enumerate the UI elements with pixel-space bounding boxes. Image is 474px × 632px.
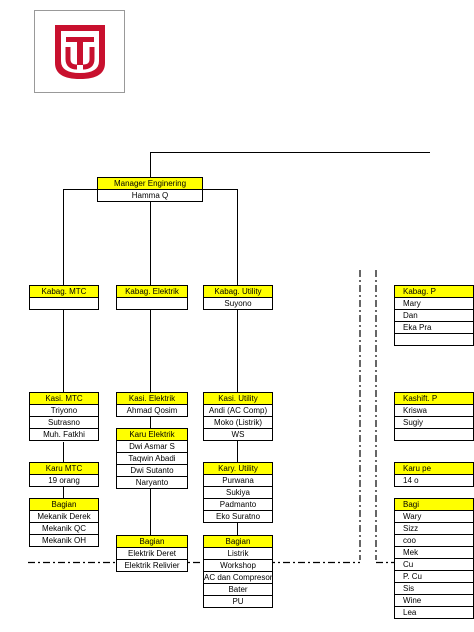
member-name: coo bbox=[395, 535, 473, 547]
member-name: Sis bbox=[395, 583, 473, 595]
member-name: Sutrasno bbox=[30, 417, 98, 429]
member-name: Muh. Fatkhi bbox=[43, 430, 85, 439]
box-title: Kabag. MTC bbox=[30, 286, 98, 298]
member-name bbox=[117, 298, 187, 309]
box-title: Kashift. P bbox=[395, 393, 473, 405]
member-name: Suyono bbox=[224, 299, 252, 308]
member-name: Mekanik QC bbox=[30, 523, 98, 535]
box-title: Karu pe bbox=[395, 463, 473, 475]
box-title: Bagian bbox=[30, 499, 98, 511]
member-name: Wine bbox=[395, 595, 473, 607]
member-name: Elektrik Deret bbox=[117, 548, 187, 560]
member-name: Andi (AC Comp) bbox=[204, 405, 272, 417]
box-title: Kary. Utility bbox=[204, 463, 272, 475]
member-name: Dwi Sutanto bbox=[117, 465, 187, 477]
member-name: Mekanik Derek bbox=[30, 511, 98, 523]
member-name bbox=[30, 298, 98, 309]
member-name: Ahmad Qosim bbox=[126, 406, 178, 415]
member-name: Eka Pra bbox=[395, 322, 473, 334]
kabag-mtc-box: Kabag. MTC bbox=[29, 285, 99, 310]
member-name: Cu bbox=[395, 559, 473, 571]
logo-frame bbox=[34, 10, 125, 93]
member-name: AC dan Compresor bbox=[204, 573, 273, 584]
box-title: Kabag. P bbox=[395, 286, 473, 298]
member-name: WS bbox=[231, 430, 245, 439]
box-title: Bagian bbox=[117, 536, 187, 548]
member-name: Naryanto bbox=[135, 478, 169, 487]
member-name: Lea bbox=[403, 608, 417, 617]
member-name: P. Cu bbox=[395, 571, 473, 583]
box-title: Kabag. Elektrik bbox=[117, 286, 187, 298]
member-name: Eko Suratno bbox=[215, 512, 261, 521]
member-name: 19 orang bbox=[48, 476, 80, 485]
member-name: Kriswa bbox=[395, 405, 473, 417]
empty-row bbox=[395, 429, 473, 440]
box-title: Karu MTC bbox=[30, 463, 98, 475]
box-title: Kabag. Utility bbox=[204, 286, 272, 298]
member-name: 14 o bbox=[403, 476, 419, 485]
member-name: Dan bbox=[395, 310, 473, 322]
company-logo-icon bbox=[55, 25, 105, 79]
member-name: Listrik bbox=[204, 548, 272, 560]
empty-row bbox=[395, 334, 473, 345]
box-title: Kasi. Elektrik bbox=[117, 393, 187, 405]
member-name: Mary bbox=[395, 298, 473, 310]
member-name: Mek bbox=[395, 547, 473, 559]
box-title: Kasi. MTC bbox=[30, 393, 98, 405]
box-title: Bagi bbox=[395, 499, 473, 511]
box-title: Karu Elektrik bbox=[117, 429, 187, 441]
member-name: Padmanto bbox=[204, 499, 272, 511]
box-title: Bagian bbox=[204, 536, 272, 548]
member-name: Workshop bbox=[204, 560, 272, 572]
member-name: Sugiy bbox=[395, 417, 473, 429]
kabag-elektrik-box: Kabag. Elektrik bbox=[116, 285, 188, 310]
member-name: Taqwin Abadi bbox=[117, 453, 187, 465]
box-title: Manager Enginering bbox=[98, 178, 202, 190]
member-name: Purwana bbox=[204, 475, 272, 487]
member-name: Dwi Asmar S bbox=[117, 441, 187, 453]
member-name: Wary bbox=[395, 511, 473, 523]
box-title: Kasi. Utility bbox=[204, 393, 272, 405]
member-name: Moko (Listrik) bbox=[204, 417, 272, 429]
member-name: PU bbox=[232, 597, 244, 606]
member-name: Sukiya bbox=[204, 487, 272, 499]
member-name: Sizz bbox=[395, 523, 473, 535]
member-name: Bater bbox=[204, 584, 272, 596]
member-name: Triyono bbox=[30, 405, 98, 417]
member-name: Elektrik Relivier bbox=[124, 561, 180, 570]
member-name: Hamma Q bbox=[131, 191, 169, 200]
member-name: Mekanik OH bbox=[41, 536, 86, 545]
